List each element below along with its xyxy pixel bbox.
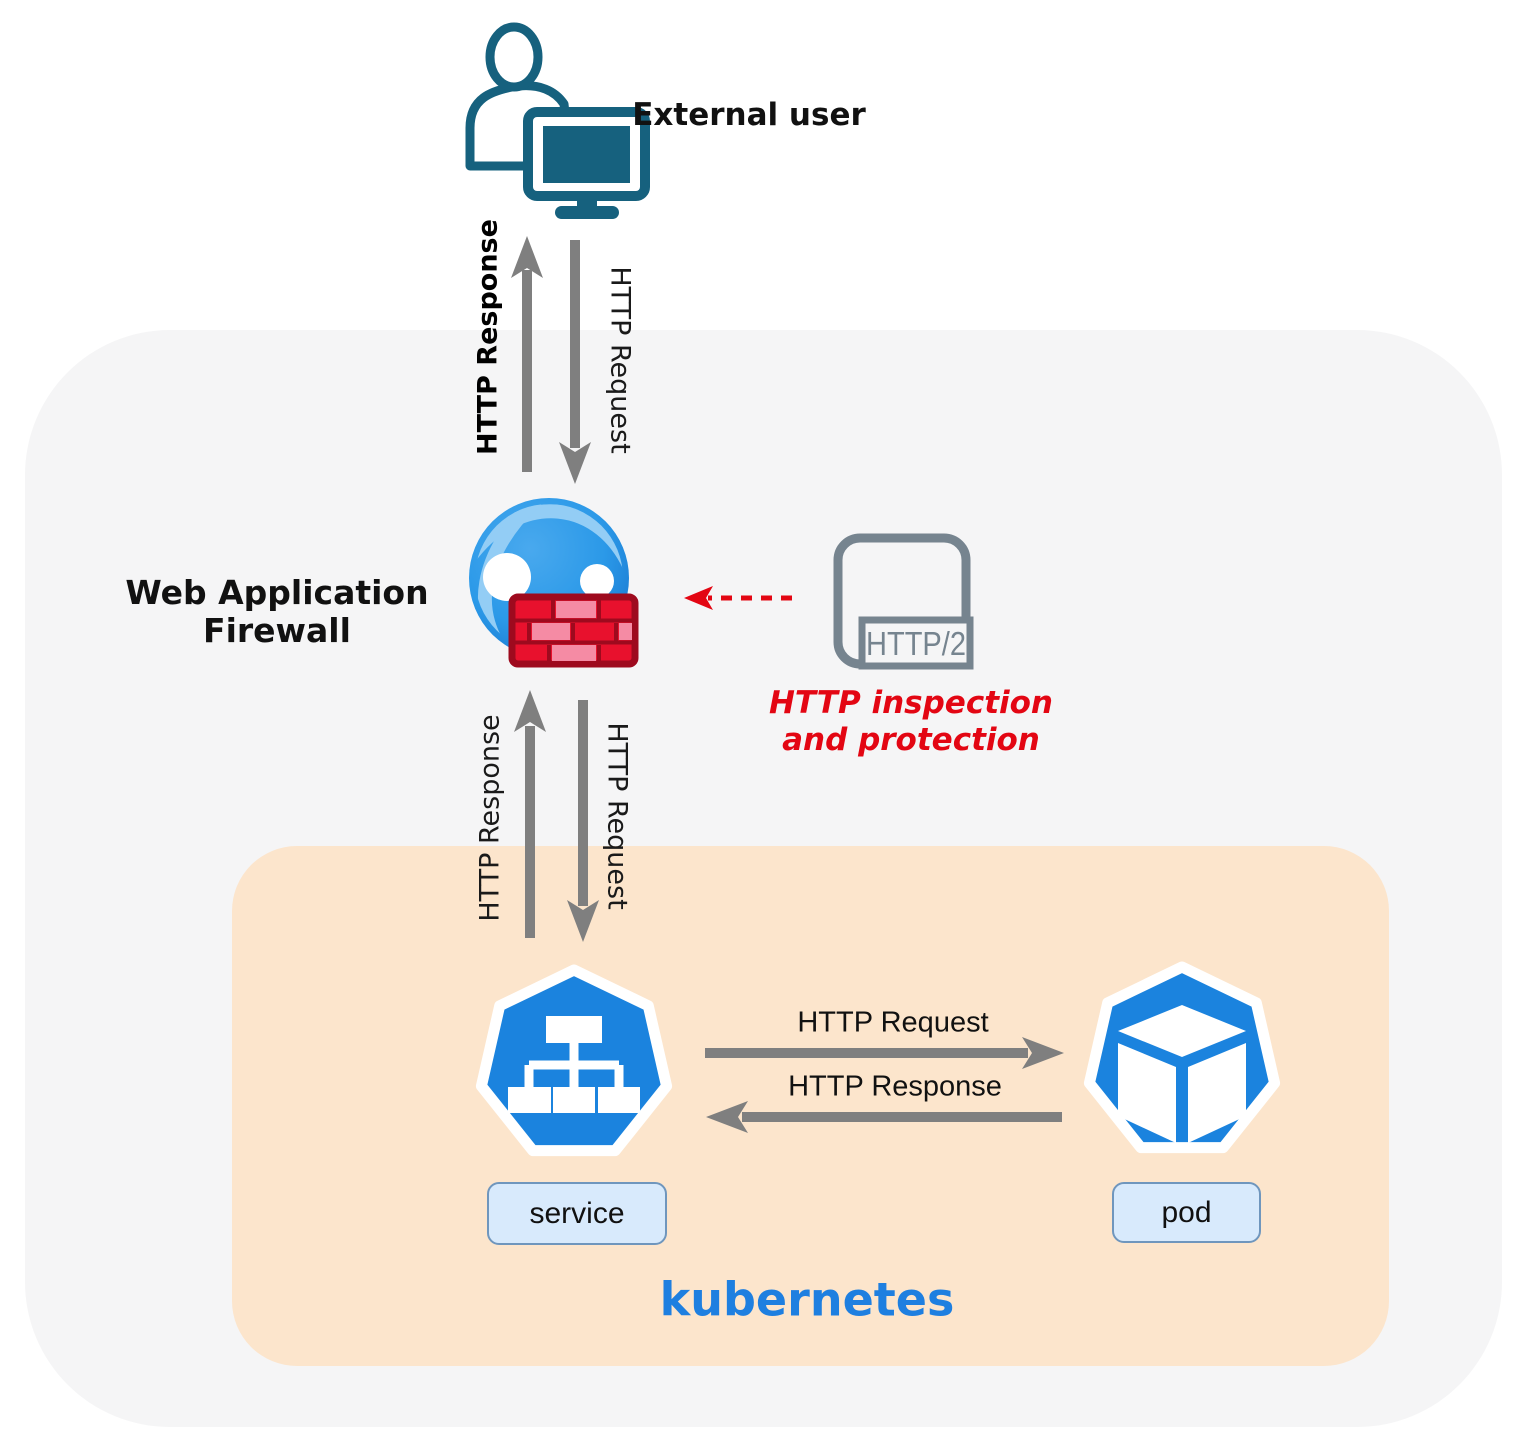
user-waf-response-label: HTTP Response	[472, 219, 504, 455]
waf-label-line1: Web Application	[125, 573, 429, 612]
http2-icon	[833, 533, 974, 670]
waf-label: Web Application Firewall	[125, 574, 428, 650]
waf-label-line2: Firewall	[203, 611, 351, 650]
external-user-label: External user	[632, 97, 866, 134]
inspection-label: HTTP inspection and protection	[769, 685, 1053, 759]
inspection-label-line1: HTTP inspection	[768, 685, 1054, 721]
waf-icon	[469, 498, 639, 668]
waf-service-arrows	[514, 690, 599, 942]
waf-service-request-label: HTTP Request	[601, 722, 633, 910]
inspection-arrow	[684, 586, 792, 610]
pod-badge: pod	[1112, 1182, 1261, 1243]
service-pod-request-label: HTTP Request	[797, 1006, 989, 1039]
user-waf-arrows	[511, 236, 591, 484]
waf-service-response-label: HTTP Response	[474, 714, 506, 922]
service-badge: service	[487, 1182, 667, 1245]
pod-icon	[1083, 961, 1281, 1154]
http2-badge-label: HTTP/2	[865, 625, 967, 663]
firewall-wall-icon	[508, 593, 639, 668]
inspection-label-line2: and protection	[782, 722, 1040, 758]
service-icon	[475, 964, 673, 1157]
external-user-icon	[465, 22, 650, 219]
user-waf-request-label: HTTP Request	[604, 266, 636, 454]
service-pod-arrows	[705, 1037, 1064, 1133]
service-pod-response-label: HTTP Response	[788, 1070, 1002, 1103]
kubernetes-label: kubernetes	[659, 1272, 955, 1327]
